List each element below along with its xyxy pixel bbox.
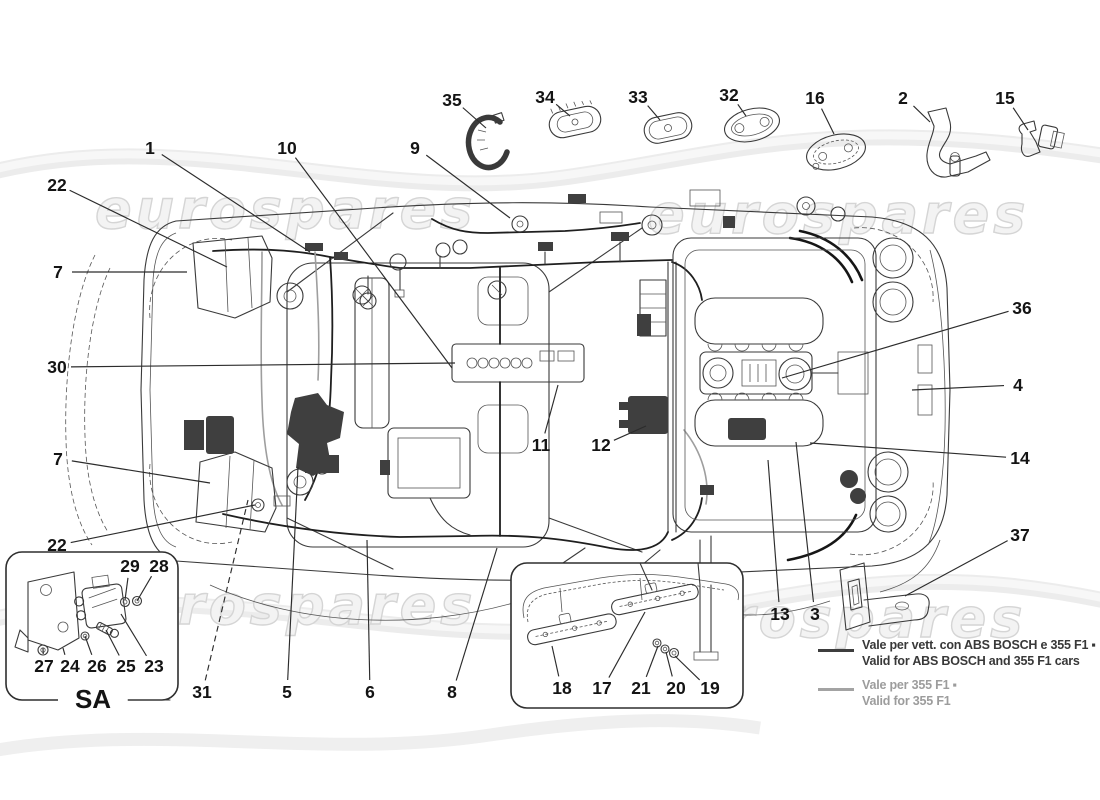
cable-channels-inset-box [510,562,744,709]
callout-number-15: 15 [995,88,1015,108]
callout-leader-22 [70,504,256,544]
callout-leader-30 [70,362,456,368]
callout-number-8: 8 [447,682,457,702]
callout-number-25: 25 [116,656,136,676]
callout-leader-9 [425,154,511,219]
callout-number-31: 31 [192,682,212,702]
callout-leader-33 [647,105,661,121]
callout-leader-8 [455,547,498,681]
callout-number-23: 23 [144,656,164,676]
callout-leader-lines [42,103,1029,681]
callout-leader-4 [911,384,1005,391]
callout-number-2: 2 [898,88,908,108]
bracket-part-drawing [839,562,930,631]
callout-number-16: 16 [805,88,825,108]
callout-leader-25 [105,629,120,656]
callout-number-18: 18 [552,678,572,698]
callout-number-34: 34 [535,87,555,107]
callout-leader-24 [62,647,66,655]
callout-leader-37 [904,540,1008,597]
callout-leader-19 [674,655,701,681]
sa-inset-label: SA [75,684,111,714]
callout-number-12: 12 [591,435,611,455]
loose-parts-drawings [465,100,1065,178]
callout-leader-34 [555,103,571,117]
callout-leader-22 [69,189,228,268]
callout-leader-29 [124,577,129,601]
callout-number-6: 6 [365,682,375,702]
callout-leader-36 [781,310,1009,379]
callout-leader-31 [204,499,249,681]
callout-leader-21 [645,645,659,678]
callout-leader-20 [665,651,673,677]
callout-number-11: 11 [532,435,551,455]
callout-number-17: 17 [592,678,611,698]
callout-number-27: 27 [34,656,53,676]
callout-number-26: 26 [87,656,107,676]
callout-leader-26 [84,635,93,656]
callout-number-30: 30 [47,357,67,377]
callout-leader-7 [71,460,211,484]
watermark-text-1: eurospares [648,183,1029,246]
callout-leader-5 [287,466,299,681]
callout-number-9: 9 [410,138,420,158]
callout-leader-2 [913,105,931,123]
callout-number-7: 7 [53,449,63,469]
callout-leader-1 [161,154,311,253]
callout-number-3: 3 [810,604,820,624]
callout-leader-35 [462,107,487,129]
callout-number-14: 14 [1010,448,1030,468]
callout-leader-11 [544,384,559,434]
callout-number-32: 32 [719,85,739,105]
callout-leader-13 [767,459,780,603]
watermark-text-0: eurospares [95,178,476,241]
callout-number-35: 35 [442,90,462,110]
callout-number-29: 29 [120,556,140,576]
callout-number-28: 28 [149,556,169,576]
callout-number-4: 4 [1013,375,1023,395]
callout-number-10: 10 [277,138,297,158]
callout-leader-32 [737,103,747,117]
callout-leader-6 [366,539,371,681]
callout-number-22: 22 [47,535,67,555]
callout-number-5: 5 [282,682,292,702]
callout-number-33: 33 [628,87,648,107]
callout-number-37: 37 [1010,525,1029,545]
callout-number-22: 22 [47,175,67,195]
callout-leader-12 [613,425,647,441]
car-top-view-drawing [65,189,951,621]
callout-leader-17 [608,611,646,678]
callout-leader-10 [294,157,453,369]
callout-leader-23 [120,613,147,657]
callout-number-13: 13 [770,604,790,624]
callout-leader-18 [551,645,560,677]
callout-leader-3 [795,441,815,603]
callout-leader-28 [136,575,153,602]
callout-number-21: 21 [631,678,651,698]
callout-number-36: 36 [1012,298,1032,318]
callout-leader-15 [1012,107,1029,131]
callout-leader-16 [821,108,835,135]
callout-number-20: 20 [666,678,686,698]
callout-number-1: 1 [145,138,155,158]
callout-number-7: 7 [53,262,63,282]
callout-number-19: 19 [700,678,720,698]
sa-variant-inset-box: SA [5,551,179,714]
callout-leader-14 [809,442,1007,458]
callout-number-24: 24 [60,656,80,676]
